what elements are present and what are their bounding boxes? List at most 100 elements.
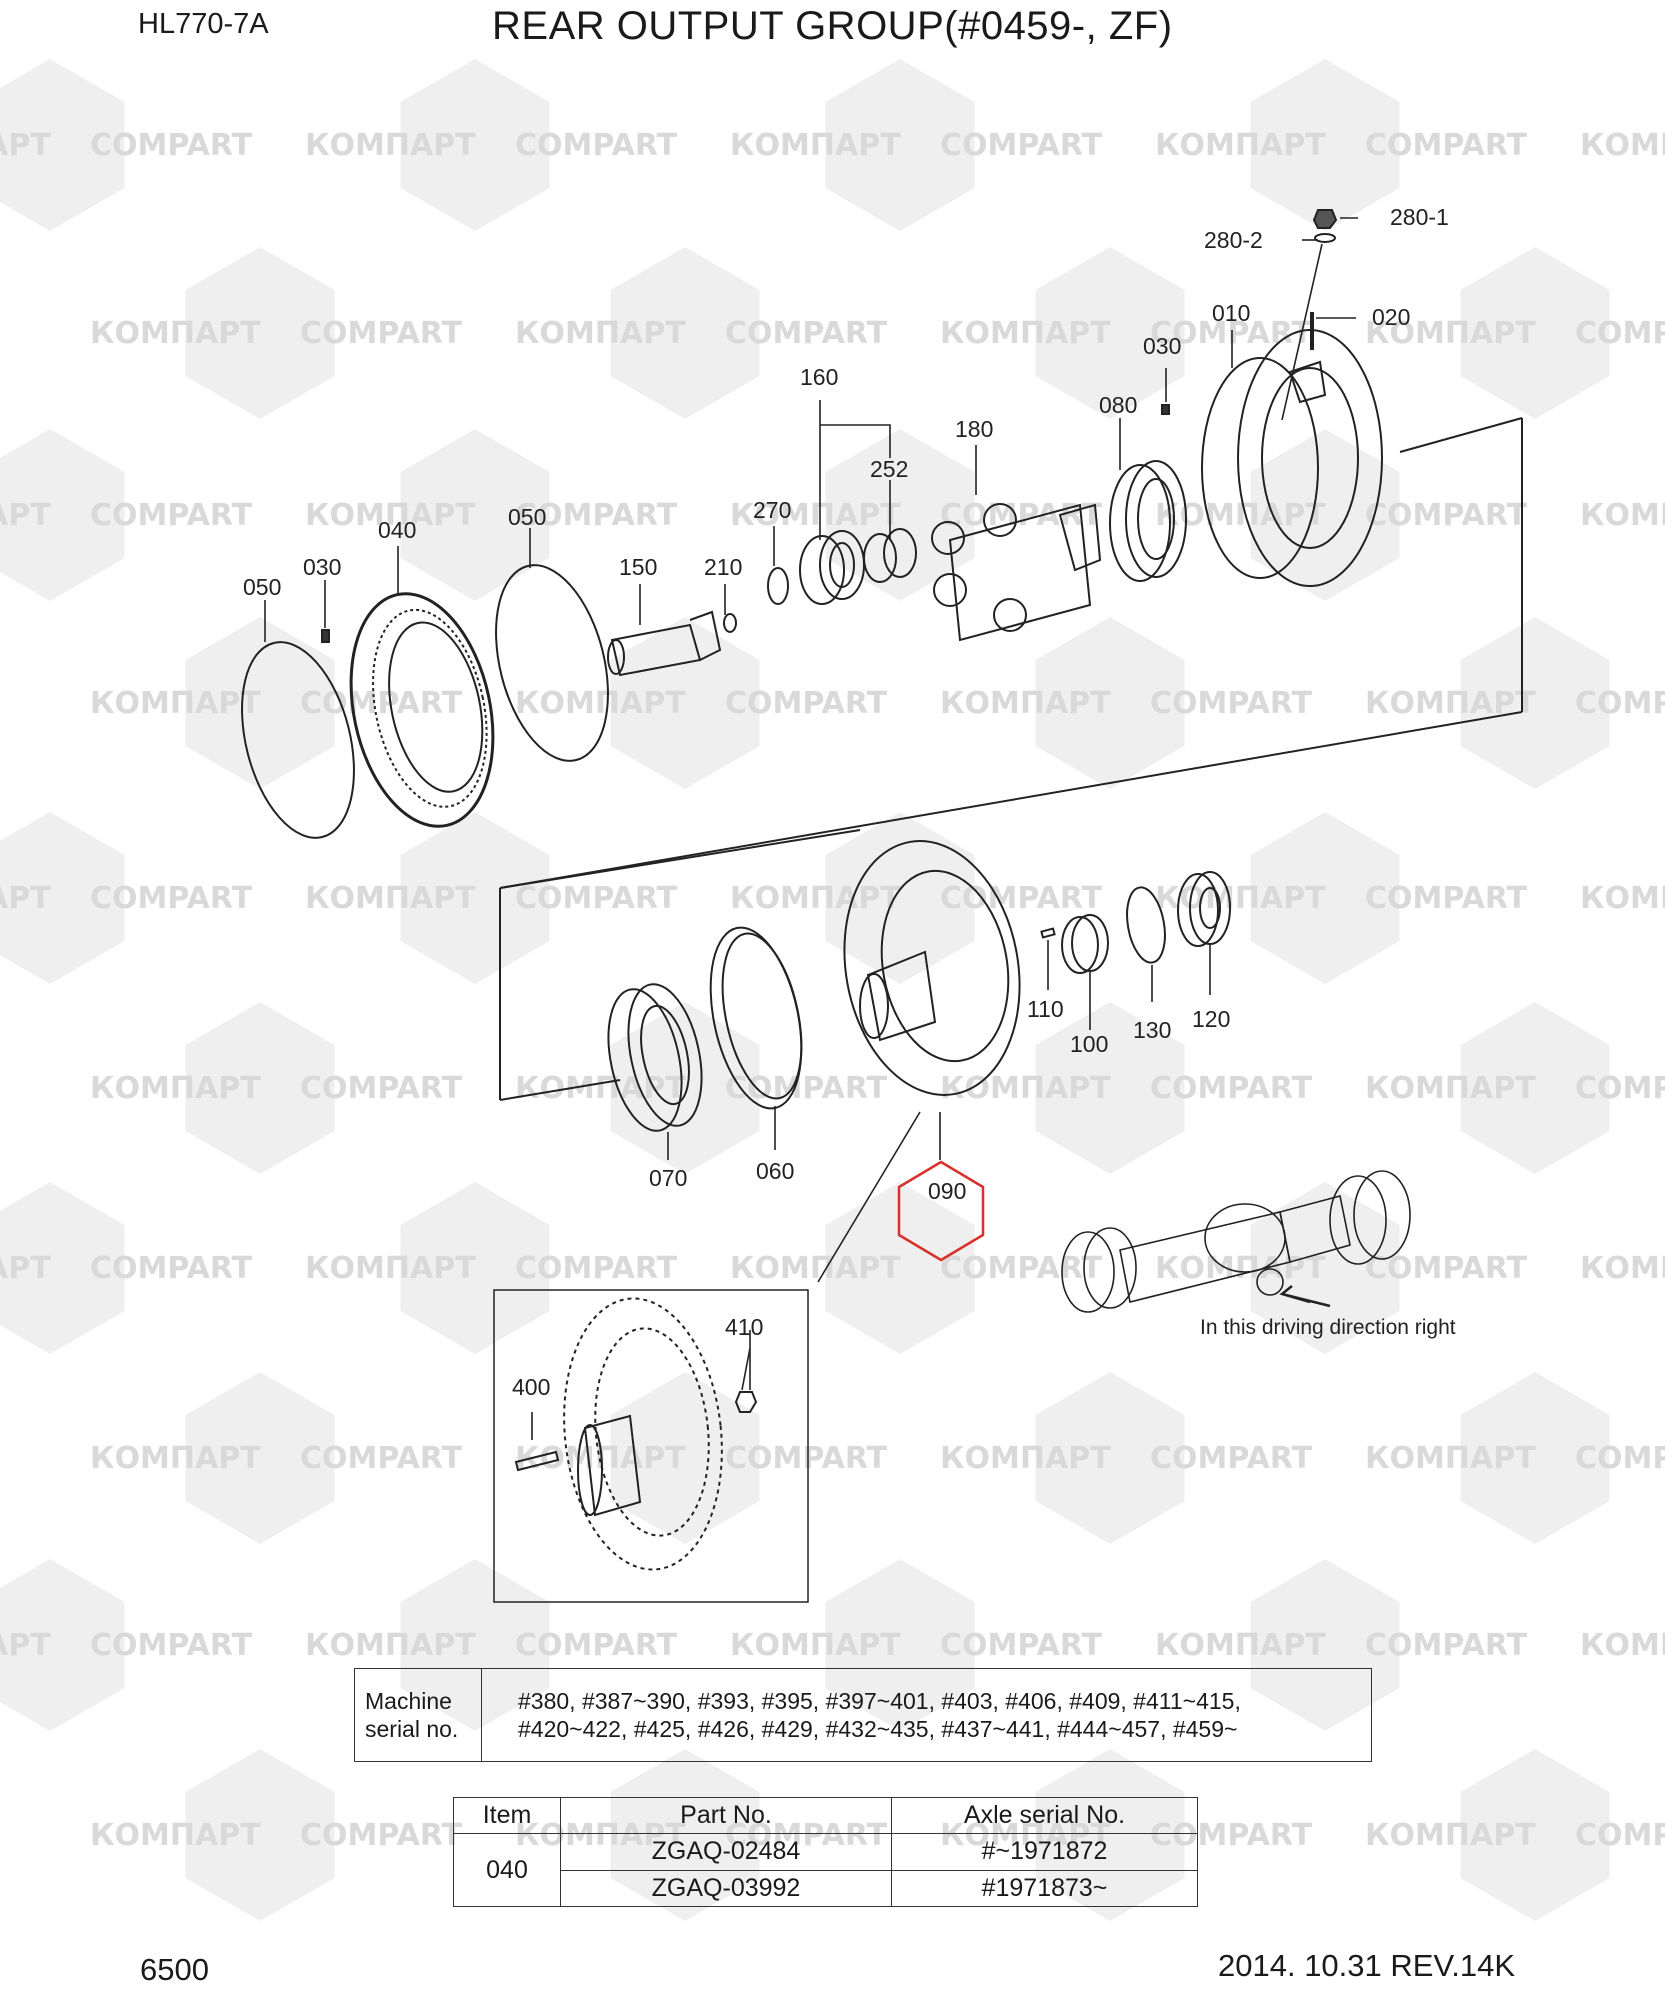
watermark-hexagon	[1460, 1372, 1610, 1544]
callout-280-2[interactable]: 280-2	[1204, 227, 1263, 253]
watermark-hexagon	[0, 812, 125, 984]
callout-010[interactable]: 010	[1212, 300, 1251, 326]
callout-280-1[interactable]: 280-1	[1390, 204, 1449, 230]
callout-090[interactable]: 090	[928, 1178, 967, 1204]
detail-flange-drawing	[563, 1297, 723, 1571]
nut-410	[734, 1391, 758, 1413]
watermark-text: КОМПАРТ	[0, 881, 51, 916]
watermark-hexagon	[1250, 59, 1400, 231]
detail-inset-frame	[493, 1289, 809, 1603]
callout-080[interactable]: 080	[1099, 392, 1138, 418]
callout-400[interactable]: 400	[512, 1374, 551, 1400]
callout-410[interactable]: 410	[725, 1314, 764, 1340]
callout-100[interactable]: 100	[1070, 1031, 1109, 1057]
callout-040[interactable]: 040	[378, 517, 417, 543]
axle-direction-caption: In this driving direction right	[1200, 1316, 1456, 1339]
callout-050-left[interactable]: 050	[243, 574, 282, 600]
watermark-hexagon	[0, 1559, 125, 1731]
watermark-hexagon	[185, 247, 335, 419]
watermark-text: COMPART	[1575, 316, 1665, 351]
axle-serial: #1971873~	[891, 1869, 1198, 1908]
watermark-hexagon	[1035, 1372, 1185, 1544]
watermark-text: COMPART	[1365, 498, 1528, 533]
watermark-text: КОМПАРТ	[1365, 316, 1536, 351]
bolt-400	[514, 1450, 560, 1472]
part-no[interactable]: ZGAQ-02484	[560, 1833, 892, 1871]
callout-160[interactable]: 160	[800, 364, 839, 390]
watermark-hexagon	[185, 1002, 335, 1174]
watermark-hexagon	[610, 1002, 760, 1174]
watermark-text: КОМПАРТ	[515, 316, 686, 351]
watermark-text: COMPART	[515, 1251, 678, 1286]
callout-210[interactable]: 210	[704, 554, 743, 580]
highlight-hexagon-090	[897, 1160, 985, 1262]
watermark-text: КОМПАРТ	[1155, 1251, 1326, 1286]
watermark-text: COMPART	[940, 1251, 1103, 1286]
watermark-text: COMPART	[515, 128, 678, 163]
callout-150[interactable]: 150	[619, 554, 658, 580]
watermark-hexagon	[0, 429, 125, 601]
serial-table-label: Machine serial no.	[354, 1668, 482, 1762]
watermark-text: COMPART	[940, 881, 1103, 916]
watermark-hexagon	[825, 59, 975, 231]
header-part-no: Part No.	[560, 1796, 892, 1835]
watermark-hexagon	[1460, 1749, 1610, 1921]
watermark-text: COMPART	[1575, 1441, 1665, 1476]
watermark-hexagon	[185, 617, 335, 789]
watermark-text: COMPART	[1365, 1628, 1528, 1663]
watermark-text: КОМПАРТ	[0, 498, 51, 533]
callout-020[interactable]: 020	[1372, 304, 1411, 330]
watermark-text: COMPART	[515, 498, 678, 533]
watermark-text: COMPART	[940, 1628, 1103, 1663]
watermark-text: COMPART	[300, 686, 463, 721]
watermark-text: КОМПАРТ	[940, 686, 1111, 721]
seal-120	[1177, 871, 1231, 947]
watermark-text: COMPART	[1575, 1071, 1665, 1106]
model-code: HL770-7A	[138, 8, 269, 40]
plug-280-1	[1312, 209, 1338, 229]
watermark-text: КОМПАРТ	[1580, 1251, 1665, 1286]
callout-070[interactable]: 070	[649, 1165, 688, 1191]
watermark-text: КОМПАРТ	[0, 1628, 51, 1663]
seal-ring-050-right	[495, 564, 609, 762]
pin-030-left	[321, 629, 330, 643]
snap-ring-270	[767, 567, 789, 605]
table-row: 040 ZGAQ-02484 #~1971872	[453, 1833, 1198, 1907]
callout-030-left[interactable]: 030	[303, 554, 342, 580]
part-no[interactable]: ZGAQ-03992	[560, 1869, 892, 1908]
callout-120[interactable]: 120	[1192, 1006, 1231, 1032]
shaft-150	[607, 610, 722, 677]
watermark-hexagon	[400, 812, 550, 984]
watermark-text: КОМПАРТ	[305, 498, 476, 533]
bearing-080	[1109, 460, 1187, 582]
callout-270[interactable]: 270	[753, 497, 792, 523]
watermark-text: COMPART	[90, 881, 253, 916]
watermark-hexagon	[400, 59, 550, 231]
planet-carrier-180	[931, 503, 1102, 642]
callout-050-right[interactable]: 050	[508, 504, 547, 530]
watermark-hexagon	[400, 429, 550, 601]
callout-030-right[interactable]: 030	[1143, 333, 1182, 359]
watermark-hexagon	[610, 1372, 760, 1544]
detail-hub	[577, 1414, 642, 1517]
watermark-text: КОМПАРТ	[1155, 1628, 1326, 1663]
watermark-text: COMPART	[1365, 881, 1528, 916]
watermark-text: COMPART	[725, 1441, 888, 1476]
callout-060[interactable]: 060	[756, 1158, 795, 1184]
callout-180[interactable]: 180	[955, 416, 994, 442]
callout-252[interactable]: 252	[870, 456, 909, 482]
page-title: REAR OUTPUT GROUP(#0459-, ZF)	[492, 4, 1173, 48]
watermark-text: КОМПАРТ	[305, 881, 476, 916]
watermark-hexagon	[185, 1749, 335, 1921]
watermark-text: КОМПАРТ	[730, 498, 901, 533]
snap-ring-210	[723, 613, 737, 633]
revision-date: 2014. 10.31 REV.14K	[1218, 1948, 1516, 1983]
callout-130[interactable]: 130	[1133, 1017, 1172, 1043]
serial-values-line2: #420~422, #425, #426, #429, #432~435, #4…	[518, 1716, 1238, 1742]
item-number: 040	[453, 1833, 561, 1907]
watermark-hexagon	[1460, 247, 1610, 419]
watermark-text: COMPART	[1150, 1071, 1313, 1106]
callout-110[interactable]: 110	[1027, 996, 1064, 1022]
